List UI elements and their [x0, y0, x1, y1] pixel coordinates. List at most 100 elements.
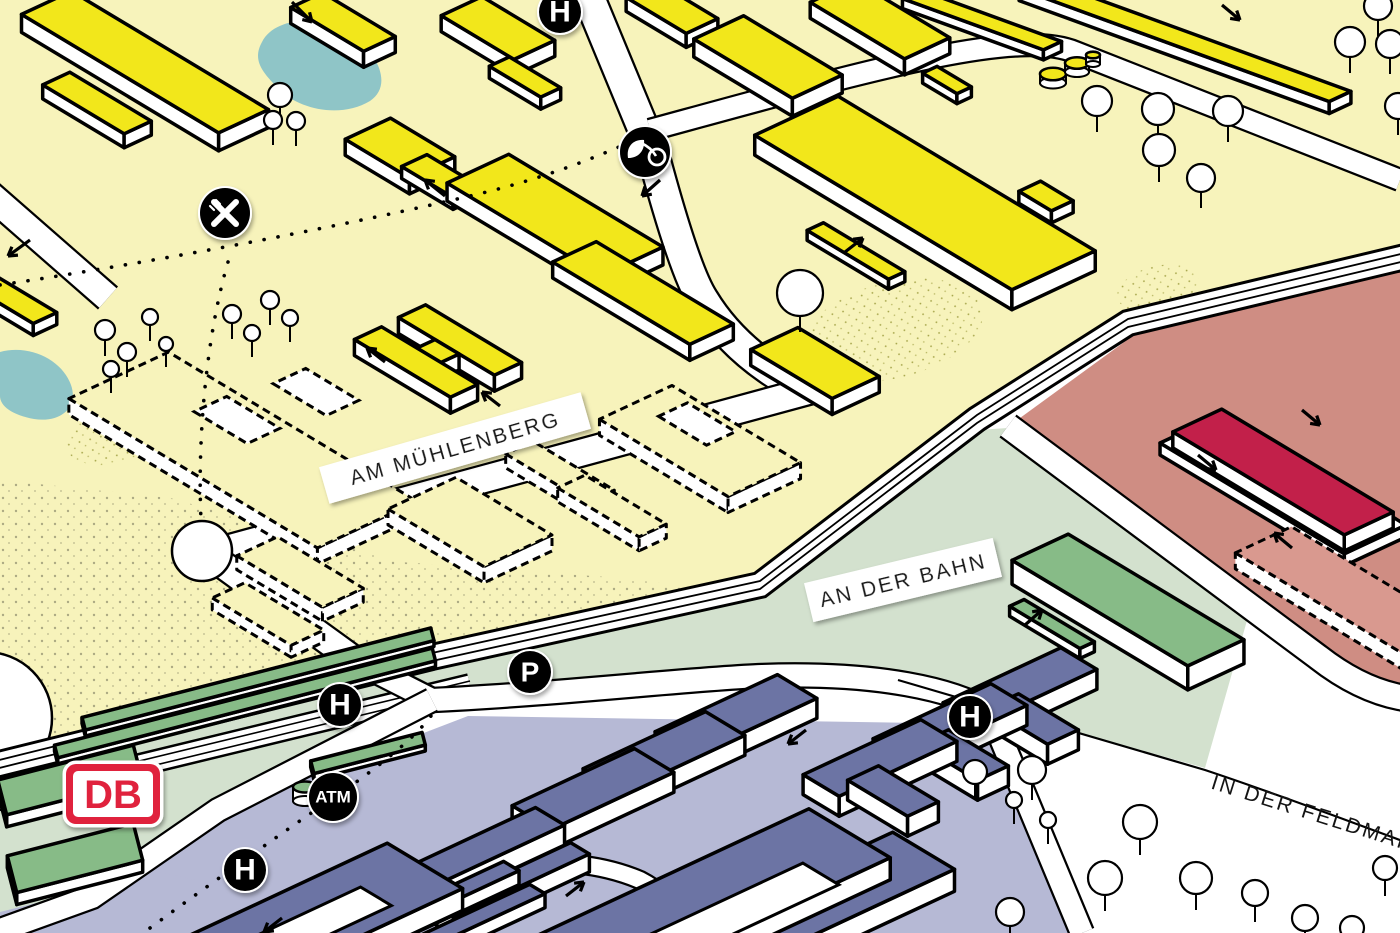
bus-stop-icon[interactable]: H: [947, 694, 993, 740]
building: [0, 276, 59, 338]
entrance-arrow: [480, 390, 501, 408]
building: [808, 0, 952, 77]
tree: [1086, 859, 1124, 911]
entrance-arrow: [565, 880, 586, 898]
entrance-arrows: [6, 0, 1322, 933]
building: [5, 821, 145, 907]
building: [655, 401, 739, 447]
entrance-arrow: [1220, 3, 1242, 22]
parking-icon[interactable]: P: [507, 649, 553, 695]
tree: [1240, 878, 1270, 922]
entrance-arrow: [290, 0, 314, 24]
building: [40, 70, 154, 150]
building: [258, 885, 395, 933]
bus-stop-icon[interactable]: H: [222, 847, 268, 893]
footpaths-dotted: [0, 138, 638, 930]
db-logo[interactable]: DB: [62, 760, 164, 828]
tree: [157, 335, 175, 367]
tree: [1016, 754, 1048, 800]
poi-markers: H H H H P ATM: [198, 0, 993, 893]
building: [1010, 532, 1246, 692]
entrance-arrow: [1272, 531, 1294, 550]
bus-stop-icon-label: H: [234, 854, 256, 887]
bus-stop-icon-label: H: [959, 701, 981, 734]
tree: [262, 109, 284, 145]
planned-building: [386, 475, 554, 585]
pond-small: [0, 349, 73, 420]
trees: [93, 0, 1400, 933]
tank-cylinder: [1038, 66, 1068, 90]
tree: [994, 896, 1026, 933]
bus-stop-icon[interactable]: H: [537, 0, 583, 35]
tree: [140, 307, 160, 341]
building: [920, 64, 974, 106]
atm-icon-label: ATM: [315, 788, 351, 807]
building: [288, 0, 398, 70]
street-name-feldmark: IN DER FELDMARK: [1209, 771, 1400, 862]
bike-share-icon[interactable]: [618, 125, 672, 179]
tree: [1290, 903, 1320, 933]
building: [439, 0, 557, 78]
tree: [961, 758, 989, 800]
tree: [1383, 91, 1400, 135]
building: [805, 220, 907, 292]
tree: [259, 289, 281, 325]
building: [624, 0, 720, 50]
tree: [1141, 132, 1177, 182]
tree: [93, 318, 117, 356]
building: [190, 394, 284, 446]
tree: [285, 110, 307, 146]
building: [269, 366, 363, 418]
building: [190, 841, 465, 933]
bus-stop-icon[interactable]: H: [317, 682, 363, 728]
planned-building: [210, 581, 326, 659]
cul-de-sac: [170, 519, 234, 583]
building: [900, 0, 1064, 62]
tank-cylinder: [1063, 55, 1091, 79]
entrance-arrow: [786, 728, 807, 746]
parking-icon-label: P: [521, 657, 540, 688]
tree: [1080, 84, 1114, 132]
tank-cylinder: [1084, 50, 1102, 68]
building: [19, 0, 271, 153]
restaurant-icon[interactable]: [198, 186, 252, 240]
planned-building: [556, 473, 668, 553]
tree: [1374, 28, 1400, 74]
building: [748, 325, 882, 417]
tree: [1185, 162, 1217, 208]
building: [649, 861, 843, 933]
tree: [1362, 0, 1394, 36]
building: [80, 626, 436, 738]
tree: [1038, 810, 1058, 844]
building: [1017, 0, 1353, 116]
entrance-arrow: [1023, 608, 1044, 627]
tree: [242, 323, 262, 357]
tree: [221, 303, 243, 339]
entrance-arrow: [365, 346, 386, 364]
tree: [1004, 790, 1024, 824]
tree: [775, 268, 825, 332]
tree: [1371, 854, 1399, 896]
tree: [1333, 25, 1367, 73]
building: [487, 55, 563, 111]
planned-building: [1233, 525, 1400, 670]
tree: [1211, 94, 1245, 142]
building: [396, 303, 524, 393]
building: [550, 239, 736, 363]
db-logo-text: DB: [84, 773, 142, 817]
building: [752, 94, 1098, 312]
building: [1171, 407, 1395, 553]
entrance-arrow: [6, 238, 31, 258]
street-label-feldmark: IN DER FELDMARK: [1209, 771, 1400, 862]
tree: [1178, 860, 1214, 910]
building: [1007, 597, 1097, 661]
tree: [1121, 803, 1159, 855]
entrance-arrow: [844, 236, 865, 254]
entrance-arrow: [423, 178, 446, 198]
tree: [280, 308, 300, 342]
atm-icon[interactable]: ATM: [307, 771, 359, 823]
building: [845, 764, 941, 838]
